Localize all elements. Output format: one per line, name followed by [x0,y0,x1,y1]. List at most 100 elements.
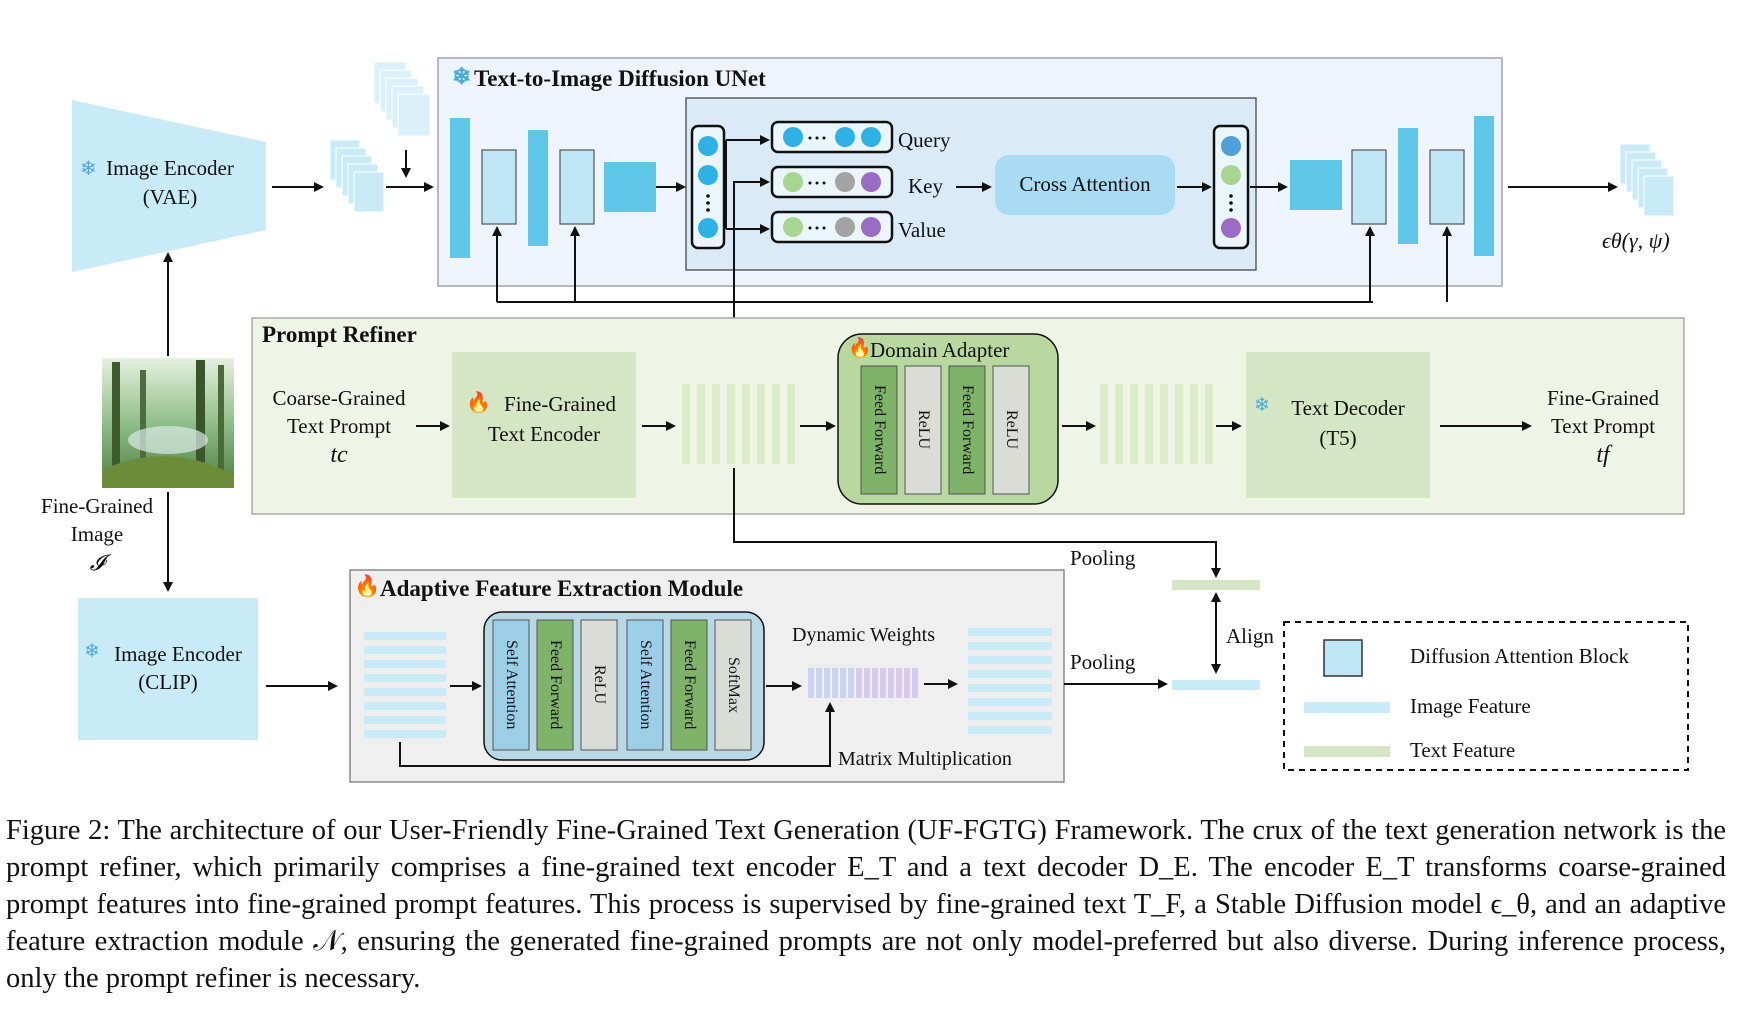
feature-dot [698,165,718,185]
pooling-label-top: Pooling [1070,546,1136,570]
query-label: Query [898,128,951,152]
adapter-layer [904,365,942,495]
pooled-image-feature [1172,680,1260,690]
coarse-prompt-label-1: Coarse-Grained [272,386,406,410]
pooled-text-feature [1172,580,1260,590]
fine-grained-image [102,358,234,488]
afem-layer [670,619,708,751]
image-label-2: Image [70,522,124,546]
image-feature-stack-out [968,628,1052,734]
afem-layer [714,619,752,751]
unet-block-solid [1290,160,1342,210]
afem-layer-label: Self Attention [503,640,520,730]
pooling-label-bottom: Pooling [1070,650,1136,674]
coarse-prompt-label-2: Text Prompt [286,414,392,438]
fine-prompt-label-2: Text Prompt [1550,414,1656,438]
caption-text: Figure 2: The architecture of our User-F… [6,815,1726,994]
feature-dot [698,136,718,156]
legend-swatch-text [1304,746,1390,757]
text-encoder-label-1: Fine-Grained [504,392,616,416]
feature-column-out [1212,124,1250,250]
unet-block [481,149,517,225]
unet-block-solid [604,162,656,212]
afem-title: Adaptive Feature Extraction Module [380,576,744,601]
unet-block [1351,149,1387,225]
adapter-layer-label: Feed Forward [959,385,976,475]
afem-layer [492,619,530,751]
legend-label: Image Feature [1410,694,1531,718]
afem-layer-label: Feed Forward [681,640,698,730]
legend-label: Text Feature [1410,738,1516,762]
feature-column [690,124,726,250]
cross-attention-box [995,155,1175,215]
coarse-prompt-symbol: tc [330,442,348,468]
cross-attention-label: Cross Attention [1019,172,1151,196]
text-decoder-label-2: (T5) [1319,426,1357,450]
adapter-layer [948,365,986,495]
text-decoder-box [1246,352,1430,498]
unet-bar [1474,116,1494,256]
legend-label: Diffusion Attention Block [1410,644,1629,668]
clip-label-2: (CLIP) [138,670,198,694]
adapter-layer-label: ReLU [915,410,932,450]
dynamic-weights [808,668,918,698]
align-label: Align [1226,624,1274,648]
fine-prompt-symbol: tf [1596,442,1610,468]
query-row [770,120,894,154]
key-row [770,165,894,199]
prompt-refiner-title: Prompt Refiner [262,322,417,347]
adapter-layer [860,365,898,495]
image-feature-stack-in [364,632,446,738]
key-label: Key [908,174,943,198]
afem-layer [626,619,664,751]
noise-stack [373,61,431,137]
diagram-canvas [72,57,1689,783]
value-label: Value [898,218,946,242]
afem-layer-label: ReLU [591,665,608,705]
snowflake-icon: ❄ [84,641,100,662]
legend-swatch-image [1304,702,1390,713]
snowflake-icon: ❄ [80,158,97,180]
fine-prompt-label-1: Fine-Grained [1547,386,1659,410]
text-encoder-label-2: Text Encoder [487,422,601,446]
unet-output-label: ϵθ(γ, ψ) [1602,228,1670,253]
unet-bar [450,118,470,258]
vae-label-1: Image Encoder [106,156,234,180]
afem-layer [536,619,574,751]
vae-encoder-shape [72,100,266,272]
vae-label-2: (VAE) [142,185,198,209]
afem-layer-label: Feed Forward [547,640,564,730]
figure-caption: Figure 2: The architecture of our User-F… [6,812,1726,997]
flame-icon: 🔥 [354,574,381,598]
unet-bar [1398,128,1418,244]
architecture-diagram: ❄ Text-to-Image Diffusion UNet Query Key… [41,57,1689,783]
dynamic-weights-label: Dynamic Weights [792,624,935,646]
text-feature-stack-2 [1100,384,1213,464]
text-decoder-label-1: Text Decoder [1291,396,1405,420]
feature-dot [698,218,718,238]
clip-encoder-box [78,598,258,740]
adapter-layer [992,365,1030,495]
latent-stack-input [329,139,385,213]
image-label-1: Fine-Grained [41,494,153,518]
afem-layer-label: SoftMax [725,657,742,713]
output-noise-stack [1619,143,1675,217]
adapter-layer-label: Feed Forward [871,385,888,475]
matrix-mult-label: Matrix Multiplication [838,748,1012,770]
image-symbol: 𝓘 [89,550,105,575]
afem-layer-label: Self Attention [637,640,654,730]
flame-icon: 🔥 [848,338,872,359]
snowflake-icon: ❄ [1254,395,1270,416]
value-row [770,210,894,244]
adapter-layer-label: ReLU [1003,410,1020,450]
unet-block [1429,149,1465,225]
afem-layer [580,619,618,751]
domain-adapter-title: Domain Adapter [870,338,1010,362]
unet-title: Text-to-Image Diffusion UNet [474,66,766,91]
text-encoder-box [452,352,636,498]
unet-block [559,149,595,225]
flame-icon: 🔥 [466,392,491,414]
clip-label-1: Image Encoder [114,642,242,666]
legend-swatch-attention [1323,639,1363,677]
snowflake-icon: ❄ [452,64,472,89]
